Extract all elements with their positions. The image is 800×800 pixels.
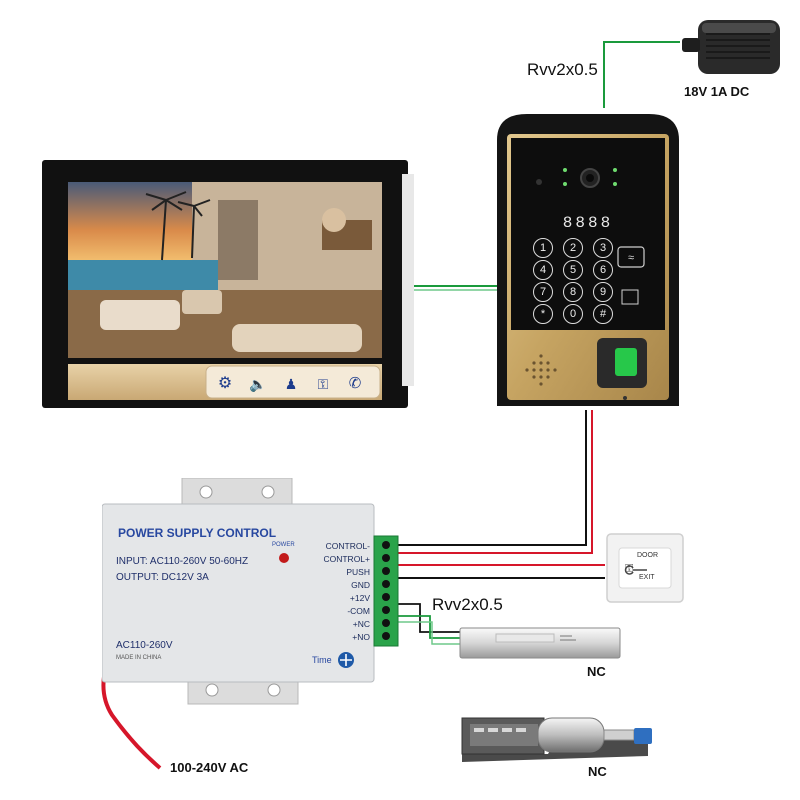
lock-wire-black <box>398 603 462 633</box>
terminal-12v: +12V <box>349 593 370 603</box>
key-icon[interactable]: ⚿ <box>317 376 329 392</box>
cable-spec-label-top: Rvv2x0.5 <box>527 60 598 79</box>
electric-bolt-lock <box>458 710 658 766</box>
keypad-key-6[interactable]: 6 <box>593 260 613 280</box>
terminal-control-plus: CONTROL+ <box>323 554 370 564</box>
psu-input-spec: INPUT: AC110-260V 50-60HZ <box>116 556 249 567</box>
keypad-key-9[interactable]: 9 <box>593 282 613 302</box>
bolt-lock-mode-label: NC <box>588 764 607 779</box>
keypad-key-star[interactable]: * <box>533 304 553 324</box>
fingerprint-reader[interactable] <box>610 366 628 384</box>
terminal-control-minus: CONTROL- <box>325 541 370 551</box>
mag-lock-mode-label: NC <box>587 664 606 679</box>
psu-time-label: Time <box>312 655 332 665</box>
keypad-key-2[interactable]: 2 <box>563 238 583 258</box>
terminal-no: +NO <box>352 632 370 642</box>
exit-button-label-exit: EXIT <box>639 574 655 581</box>
keypad-key-4[interactable]: 4 <box>533 260 553 280</box>
door-station: 8888 1 2 3 4 5 6 7 8 9 * 0 # ≈ <box>493 110 683 414</box>
terminal-gnd: GND <box>351 580 370 590</box>
rfid-icon: ≈ <box>627 252 635 264</box>
magnetic-lock <box>456 622 626 666</box>
mains-voltage-label: 100-240V AC <box>170 760 249 775</box>
cable-spec-label-lock: Rvv2x0.5 <box>432 595 503 614</box>
keypad-display: 8888 <box>562 214 614 232</box>
exit-button-label-door: DOOR <box>637 552 658 559</box>
station-wire-black <box>398 410 587 546</box>
exit-button-panel: DOOR EXIT ⚿ <box>605 532 685 604</box>
person-icon[interactable]: ♟ <box>284 376 298 392</box>
time-knob[interactable] <box>334 652 358 668</box>
key-icon-exit: ⚿ <box>625 563 634 575</box>
power-supply-unit: POWER SUPPLY CONTROL INPUT: AC110-260V 5… <box>101 477 402 708</box>
psu-power-led-label: POWER <box>272 542 295 548</box>
keypad-key-0[interactable]: 0 <box>563 304 583 324</box>
terminal-labels: CONTROL- CONTROL+ PUSH GND +12V -COM +NC… <box>312 540 370 644</box>
power-adapter <box>680 14 784 78</box>
exit-push-button[interactable] <box>619 548 671 588</box>
station-wire-red <box>398 410 593 554</box>
psu-output-spec: OUTPUT: DC12V 3A <box>116 572 209 583</box>
keypad-key-8[interactable]: 8 <box>563 282 583 302</box>
indoor-monitor: ⚙ 🔈 ♟ ⚿ ✆ <box>42 160 414 410</box>
lock-wire-green-2 <box>398 621 462 645</box>
adapter-wire-green <box>603 41 680 108</box>
terminal-nc: +NC <box>352 619 370 629</box>
terminal-com: -COM <box>347 606 370 616</box>
keypad-key-1[interactable]: 1 <box>533 238 553 258</box>
keypad-key-hash[interactable]: # <box>593 304 613 324</box>
keypad-key-3[interactable]: 3 <box>593 238 613 258</box>
psu-title: POWER SUPPLY CONTROL <box>118 526 277 540</box>
terminal-push: PUSH <box>346 567 370 577</box>
volume-icon[interactable]: 🔈 <box>249 376 267 392</box>
adapter-spec-label: 18V 1A DC <box>684 84 750 99</box>
psu-origin: MADE IN CHINA <box>116 655 162 661</box>
keypad-key-7[interactable]: 7 <box>533 282 553 302</box>
lock-wire-green <box>398 615 462 639</box>
keypad-key-5[interactable]: 5 <box>563 260 583 280</box>
settings-icon[interactable]: ⚙ <box>217 375 233 392</box>
psu-ac-range: AC110-260V <box>116 640 173 651</box>
phone-icon[interactable]: ✆ <box>348 375 362 392</box>
